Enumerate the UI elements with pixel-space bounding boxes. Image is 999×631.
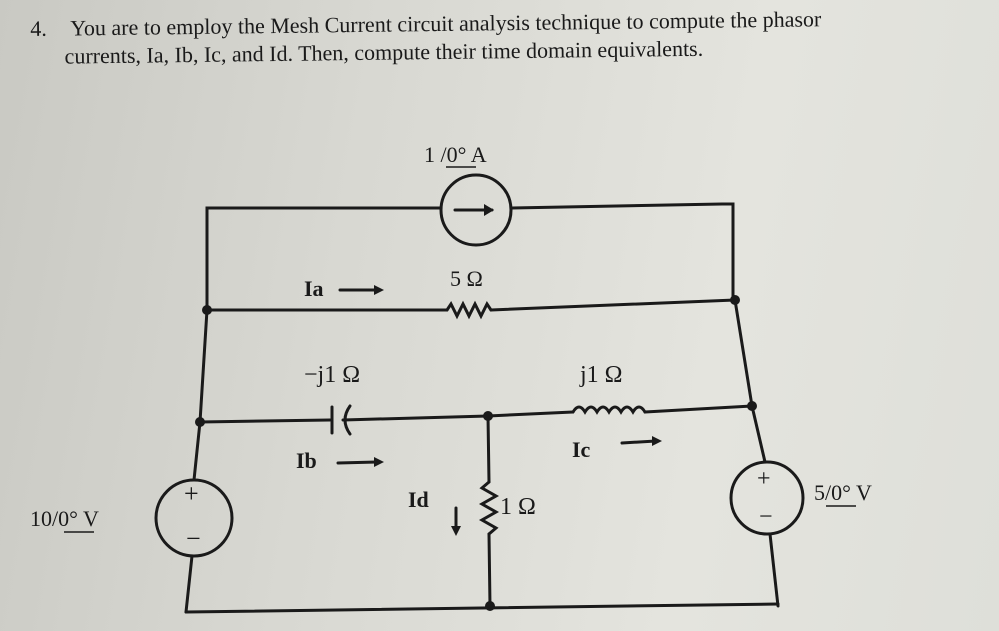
node-left-middle xyxy=(195,417,205,427)
wire-bottom xyxy=(184,602,780,614)
resistor-5ohm-label: 5 Ω xyxy=(450,266,483,291)
plus-sign-left: + xyxy=(184,479,199,508)
current-ic-label: Ic xyxy=(572,437,591,462)
wire-right-rail-upper xyxy=(733,298,754,408)
wire-right-rail-middle xyxy=(750,404,767,464)
arrow-ib xyxy=(336,460,379,465)
wire-left-rail-upper xyxy=(198,308,209,424)
voltage-source-left-label: 10/0° V xyxy=(30,506,99,531)
arrow-id-head xyxy=(451,526,461,536)
inductor-coil xyxy=(571,405,647,415)
voltage-source-right-circle xyxy=(729,460,805,536)
wire-current-source-left xyxy=(205,206,442,312)
wire-5ohm-resistor xyxy=(445,300,493,320)
current-source-circle xyxy=(439,173,513,247)
wire-cap-left xyxy=(198,418,332,424)
wire-1ohm-top xyxy=(486,414,491,484)
current-source-arrow-head xyxy=(484,204,494,216)
capacitor-label: −j1 Ω xyxy=(304,362,361,388)
wire-cap-right xyxy=(341,414,490,422)
current-id-label: Id xyxy=(408,487,429,512)
wire-1ohm-bottom xyxy=(487,532,492,608)
arrow-ic xyxy=(620,439,658,445)
arrow-ia-head xyxy=(374,285,384,295)
minus-sign-left: − xyxy=(186,524,201,553)
node-right-middle xyxy=(747,401,757,411)
current-ib-label: Ib xyxy=(296,448,317,473)
current-ia-label: Ia xyxy=(304,276,324,301)
resistor-1ohm xyxy=(478,480,500,536)
wire-5ohm-right xyxy=(489,298,737,312)
inductor-label: j1 Ω xyxy=(580,362,623,388)
current-source-label: 1 /0° A xyxy=(424,142,487,167)
node-left-upper xyxy=(202,305,212,315)
resistor-1ohm-label: 1 Ω xyxy=(500,494,536,520)
wire-left-rail-lower xyxy=(192,420,202,482)
node-center xyxy=(483,411,493,421)
node-bottom-center xyxy=(485,601,495,611)
voltage-source-left-circle xyxy=(154,478,234,558)
wire-ind-left xyxy=(486,410,575,418)
voltage-source-right-label: 5/0° V xyxy=(814,480,872,505)
arrow-ib-head xyxy=(374,457,384,467)
minus-sign-right: − xyxy=(759,504,773,530)
wire-right-rail-bottom xyxy=(768,532,780,608)
wire-left-rail-bottom xyxy=(184,554,194,614)
wire-current-source-right xyxy=(510,202,735,302)
node-right-upper xyxy=(730,295,740,305)
wire-ind-right xyxy=(643,404,754,414)
arrow-ic-head xyxy=(652,436,662,446)
plus-sign-right: + xyxy=(757,466,771,492)
